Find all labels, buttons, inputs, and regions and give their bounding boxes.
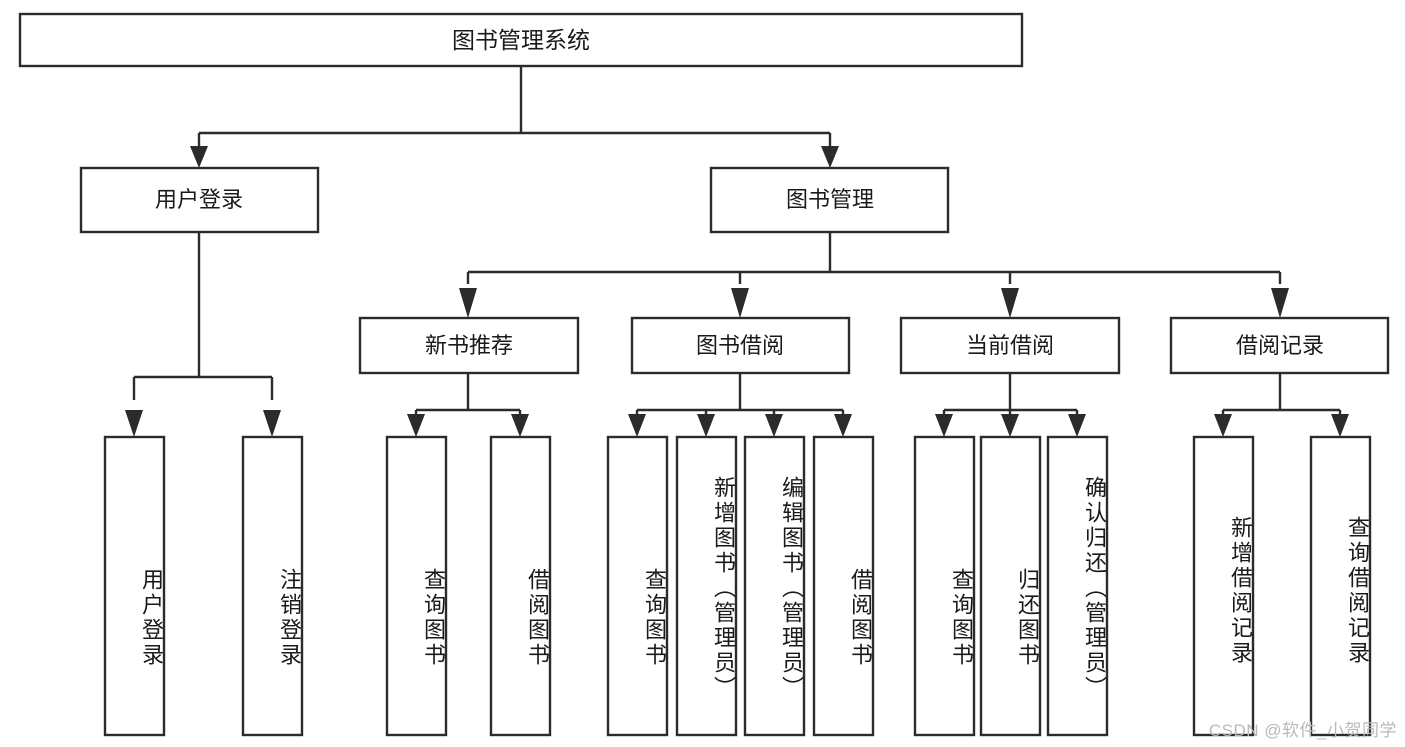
node-leaf-query-book-2[interactable] (606, 435, 669, 737)
node-label: 用户登录 (155, 187, 243, 212)
node-leaf-add-book[interactable] (675, 435, 738, 737)
node-box (79, 166, 320, 234)
connector-userlogin-to-leaves (125, 232, 281, 437)
arrow-head-icon (125, 410, 143, 437)
node-leaf-query-record[interactable] (1309, 435, 1372, 737)
node-leaf-borrow-book-1[interactable] (489, 435, 552, 737)
connector-root-to-level2 (190, 66, 839, 168)
arrow-head-icon (407, 414, 425, 437)
arrow-head-icon (263, 410, 281, 437)
node-box (358, 316, 580, 375)
connector-record-to-leaves (1214, 373, 1349, 437)
node-leaf-borrow-book-2[interactable] (812, 435, 875, 737)
arrow-head-icon (834, 414, 852, 437)
connector-current-to-leaves (935, 373, 1086, 437)
csdn-watermark: CSDN @软件_小贺同学 (1208, 721, 1397, 740)
arrow-head-icon (628, 414, 646, 437)
node-box (1169, 316, 1390, 375)
node-borrow-record[interactable]: 借阅记录 (1169, 316, 1390, 375)
node-leaf-logout[interactable] (241, 435, 304, 737)
node-root-system[interactable]: 图书管理系统 (18, 12, 1024, 68)
node-leaf-query-book-1[interactable] (385, 435, 448, 737)
node-book-management[interactable]: 图书管理 (709, 166, 950, 234)
arrow-head-icon (1001, 288, 1019, 318)
node-leaf-user-login[interactable] (103, 435, 166, 737)
node-book-borrow[interactable]: 图书借阅 (630, 316, 851, 375)
arrow-head-icon (821, 146, 839, 168)
arrow-head-icon (459, 288, 477, 318)
connector-borrow-to-leaves (628, 373, 852, 437)
node-leaf-edit-book[interactable] (743, 435, 806, 737)
node-leaf-confirm-return[interactable] (1046, 435, 1109, 737)
arrow-head-icon (697, 414, 715, 437)
node-label: 图书管理 (786, 187, 874, 212)
arrow-head-icon (731, 288, 749, 318)
arrow-head-icon (1331, 414, 1349, 437)
node-new-book-recommend[interactable]: 新书推荐 (358, 316, 580, 375)
node-box (630, 316, 851, 375)
node-label: 图书管理系统 (452, 27, 590, 53)
arrow-head-icon (190, 146, 208, 168)
arrow-head-icon (1214, 414, 1232, 437)
node-leaf-query-book-3[interactable] (913, 435, 976, 737)
node-box (709, 166, 950, 234)
arrow-head-icon (511, 414, 529, 437)
node-box (18, 12, 1024, 68)
node-label: 当前借阅 (966, 333, 1054, 358)
connector-newbook-to-leaves (407, 373, 529, 437)
connector-bookmgmt-to-level3 (459, 232, 1289, 318)
node-label: 图书借阅 (696, 333, 784, 358)
node-label: 借阅记录 (1236, 333, 1324, 358)
node-leaf-return-book[interactable] (979, 435, 1042, 737)
arrow-head-icon (1001, 414, 1019, 437)
node-current-borrow[interactable]: 当前借阅 (899, 316, 1121, 375)
node-user-login[interactable]: 用户登录 (79, 166, 320, 234)
node-leaf-add-record[interactable] (1192, 435, 1255, 737)
arrow-head-icon (1271, 288, 1289, 318)
node-label: 新书推荐 (425, 333, 513, 358)
arrow-head-icon (935, 414, 953, 437)
node-box (899, 316, 1121, 375)
arrow-head-icon (765, 414, 783, 437)
arrow-head-icon (1068, 414, 1086, 437)
